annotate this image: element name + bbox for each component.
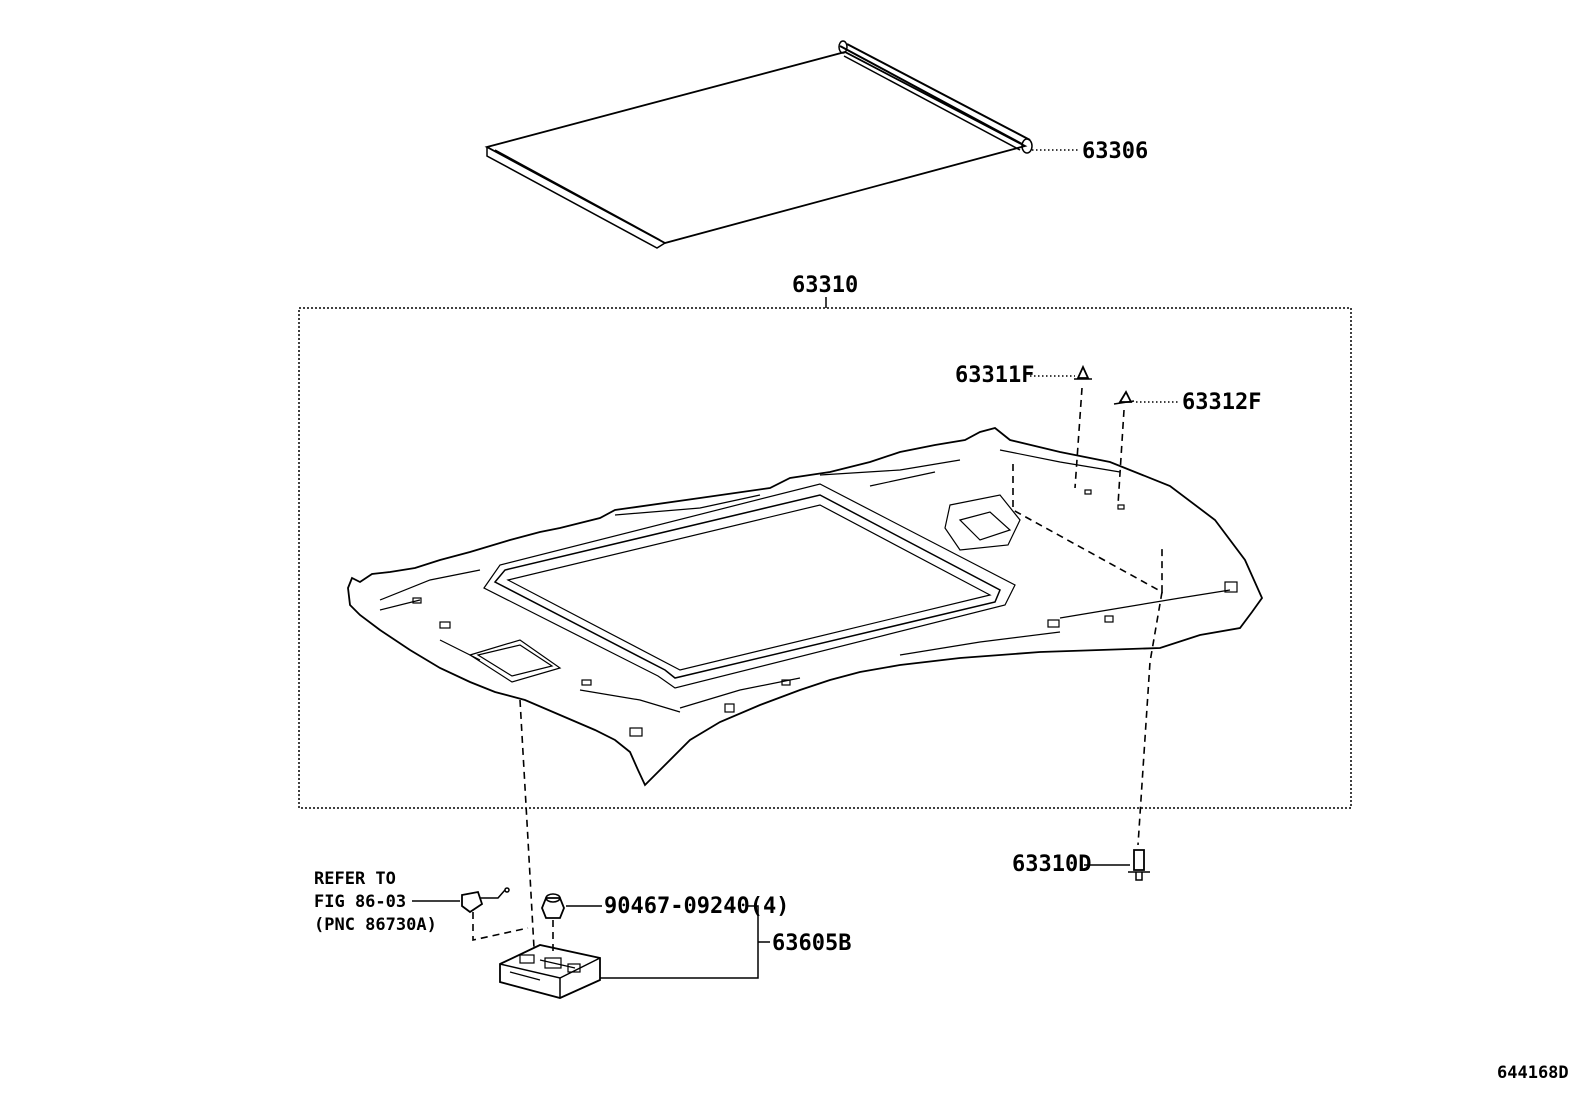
label-lamp-assembly: 63605B [772,931,851,956]
clip-front-path [1074,387,1083,489]
connector-path [472,912,529,941]
clip-d-path [1137,591,1163,846]
lamp-path [519,699,535,949]
label-screw: 90467-09240(4) [604,894,789,919]
label-clip-d: 63310D [1012,852,1091,877]
label-clip-front-2: 63312F [1182,390,1261,415]
clip-d-part [1128,849,1150,881]
headliner-part [347,427,1264,787]
label-refer-line3: (PNC 86730A) [314,915,437,935]
sunshade-part [484,40,1033,249]
assembly-frame [298,307,1352,809]
illustration-code: 644168D [1497,1063,1569,1083]
clip-front-2-part [1113,390,1135,405]
label-clip-front: 63311F [955,363,1034,388]
clip-front-part [1074,364,1092,380]
label-sunshade: 63306 [1082,139,1148,164]
connector-part [461,887,510,914]
label-refer-line1: REFER TO [314,869,396,889]
clip-front-2-path [1117,409,1125,506]
label-refer-line2: FIG 86-03 [314,892,406,912]
lamp-assembly-part [499,944,601,999]
screw-part [541,893,565,919]
label-headliner-assembly: 63310 [792,273,858,298]
